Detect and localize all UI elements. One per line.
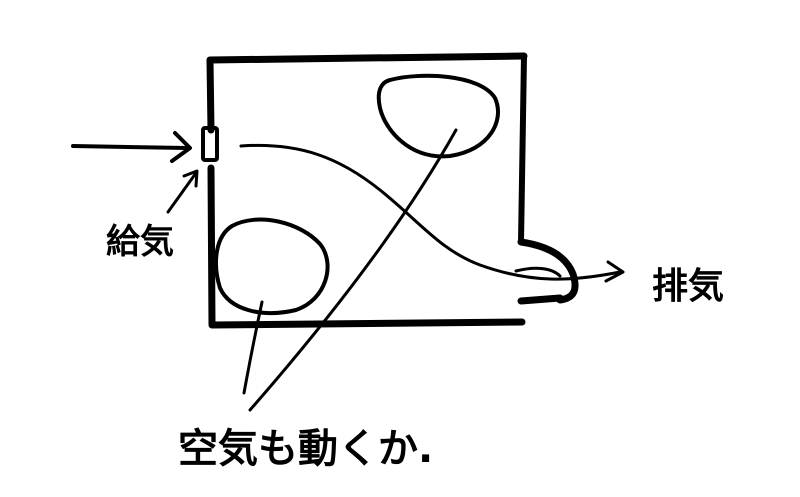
pointer-line-to-bottom-zone: [242, 300, 264, 395]
pointer-line-to-top-zone: [248, 128, 458, 412]
supply-arrow: [71, 131, 192, 163]
room-wall-right: [518, 53, 527, 245]
supply-arrow-head: [170, 131, 192, 163]
exhaust-duct-lower: [517, 294, 564, 305]
exhaust-arrow-head: [604, 260, 625, 283]
exhaust-label: 排気: [652, 266, 724, 307]
supply-inlet-vent: [201, 126, 219, 162]
stagnant-air-zone-bottom-left: [214, 217, 330, 315]
supply-label-arrow-head: [182, 169, 199, 188]
exhaust-inner-curve: [514, 266, 562, 278]
airflow-line: [239, 143, 622, 281]
stagnant-air-zone-top-right: [376, 73, 500, 159]
room-outline: [206, 52, 579, 329]
supply-label-arrow: [166, 169, 199, 214]
room-wall-left-bottom: [207, 164, 526, 329]
supply-arrow-shaft: [71, 144, 189, 150]
exhaust-duct-upper: [517, 238, 579, 304]
caption-air-moves: 空気も動くか.: [178, 426, 433, 472]
room-wall-left-top: [206, 52, 528, 134]
supply-label-arrow-shaft: [166, 171, 198, 214]
supply-label: 給気: [106, 222, 174, 262]
